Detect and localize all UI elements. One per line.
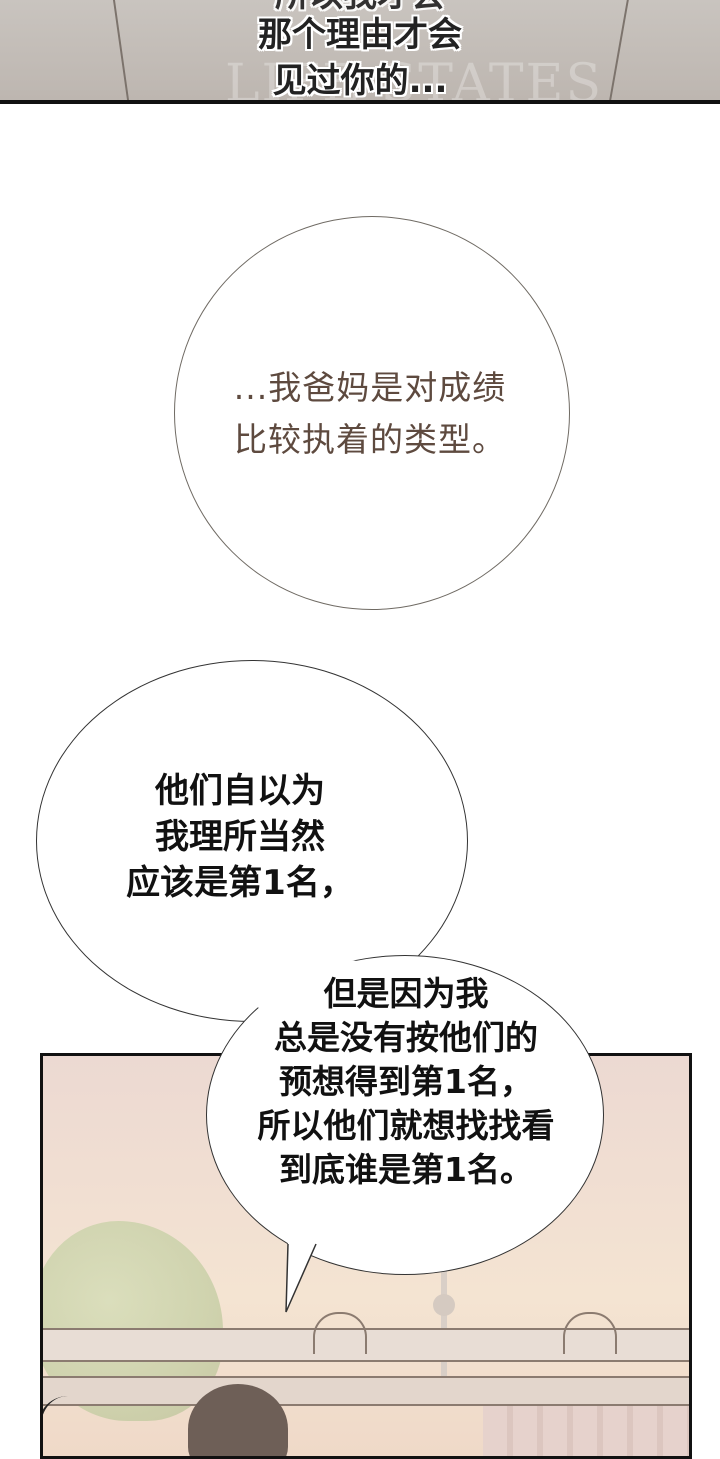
bubble-merge-area	[240, 960, 430, 1020]
bubble-3-line-2: 预想得到第1名，	[279, 1062, 533, 1101]
bubble-3-line-4: 到底谁是第1名。	[279, 1150, 533, 1189]
top-caption-line-2: 见过你的...	[272, 61, 448, 101]
top-caption-line-0: 所以我才会	[0, 0, 720, 12]
bubble-1-line-0: ...我爸妈是对成绩	[233, 368, 507, 407]
bubble-3-line-1: 总是没有按他们的	[274, 1018, 538, 1057]
top-comic-panel: LIFE STATES 所以我才会 那个理由才会 见过你的...	[0, 0, 720, 104]
canopy-arch-left	[313, 1312, 367, 1354]
character-outline-left	[43, 1396, 101, 1456]
bubble-3-line-3: 所以他们就想找找看	[257, 1106, 555, 1145]
bubble-2-line-0: 他们自以为	[155, 771, 325, 811]
tv-tower-top	[433, 1294, 455, 1316]
canopy-beam	[43, 1376, 689, 1406]
top-caption-line-1: 那个理由才会	[258, 15, 462, 55]
speech-bubble-2-text: 他们自以为 我理所当然 应该是第1名，	[0, 768, 480, 906]
thought-bubble-1-text: ...我爸妈是对成绩 比较执着的类型。	[0, 362, 720, 466]
bubble-1-line-1: 比较执着的类型。	[234, 420, 506, 459]
thought-bubble-1	[174, 216, 570, 610]
panel-watermark: LIFE STATES	[225, 54, 604, 104]
bubble-2-line-2: 应该是第1名，	[126, 863, 354, 903]
bubble-3-line-0: 但是因为我	[323, 974, 489, 1013]
bubble-2-line-1: 我理所当然	[155, 817, 325, 857]
speech-bubble-tail	[285, 1240, 318, 1313]
canopy-arch-right	[563, 1312, 617, 1354]
speech-bubble-3-text: 但是因为我 总是没有按他们的 预想得到第1名， 所以他们就想找找看 到底谁是第1…	[206, 972, 606, 1192]
